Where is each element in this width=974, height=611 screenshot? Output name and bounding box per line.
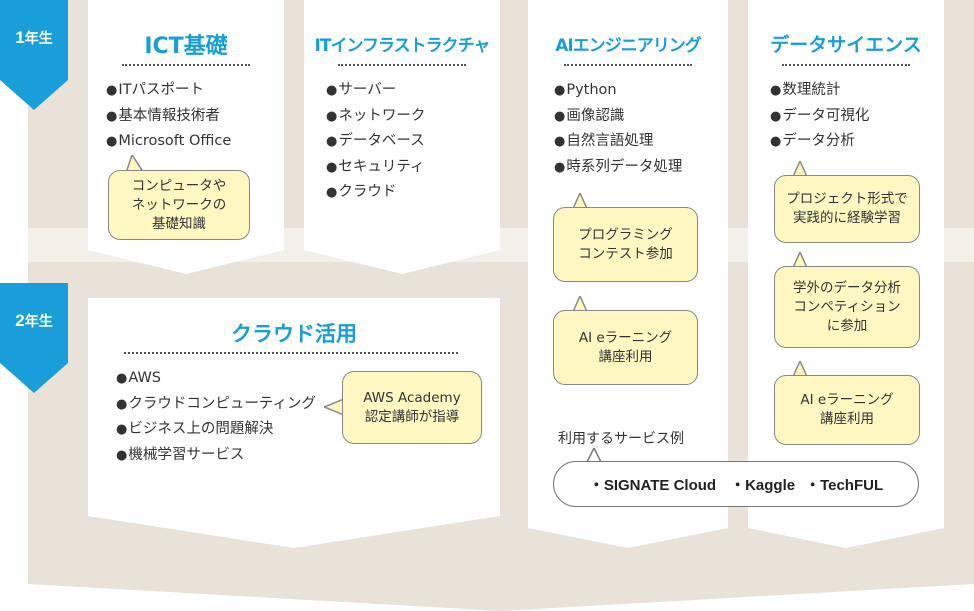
service-item: ・TechFUL xyxy=(805,476,884,494)
list-item: データベース xyxy=(326,129,425,155)
list-item: ネットワーク xyxy=(326,104,425,130)
list-item: データ可視化 xyxy=(770,104,869,130)
list-item: AWS xyxy=(116,366,316,392)
bubble-tail xyxy=(571,296,589,314)
service-item: ・SIGNATE Cloud xyxy=(588,476,717,494)
year-tag-2: 2年生 xyxy=(0,283,68,393)
list-item: クラウド xyxy=(326,180,425,206)
item-list: ITパスポート 基本情報技術者 Microsoft Office xyxy=(106,78,231,155)
bubble-tail xyxy=(324,398,344,416)
item-list: 数理統計 データ可視化 データ分析 xyxy=(770,78,869,155)
item-list: サーバー ネットワーク データベース セキュリティ クラウド xyxy=(326,78,425,206)
list-item: ITパスポート xyxy=(106,78,231,104)
bubble-tail xyxy=(125,155,145,173)
item-list: Python 画像認識 自然言語処理 時系列データ処理 xyxy=(554,78,682,180)
card-title: ICT基礎 xyxy=(144,34,228,59)
list-item: 画像認識 xyxy=(554,104,682,130)
list-item: サーバー xyxy=(326,78,425,104)
bubble-tail xyxy=(791,161,809,179)
callout-bubble: AI eラーニング講座利用 xyxy=(553,310,698,385)
list-item: 機械学習サービス xyxy=(116,443,316,469)
callout-bubble: 学外のデータ分析コンペティションに参加 xyxy=(774,266,920,348)
list-item: Python xyxy=(554,78,682,104)
divider xyxy=(124,352,458,354)
list-item: ビジネス上の問題解決 xyxy=(116,417,316,443)
callout-bubble: プログラミングコンテスト参加 xyxy=(553,207,698,282)
divider xyxy=(564,64,692,66)
bubble-tail xyxy=(791,252,809,270)
divider xyxy=(782,64,910,66)
card-title: クラウド活用 xyxy=(231,322,357,346)
bottom-arrow xyxy=(28,584,974,611)
item-list: AWS クラウドコンピューティング ビジネス上の問題解決 機械学習サービス xyxy=(116,366,316,468)
card-it-infra: ITインフラストラクチャ サーバー ネットワーク データベース セキュリティ ク… xyxy=(304,0,500,274)
bubble-tail xyxy=(791,361,809,379)
divider xyxy=(338,64,466,66)
list-item: セキュリティ xyxy=(326,155,425,181)
card-title: AIエンジニアリング xyxy=(555,36,701,56)
callout-bubble: AI eラーニング講座利用 xyxy=(774,375,920,445)
bubble-tail xyxy=(585,448,603,464)
card-title: データサイエンス xyxy=(770,34,922,56)
list-item: 数理統計 xyxy=(770,78,869,104)
callout-bubble: プロジェクト形式で実践的に経験学習 xyxy=(774,175,920,243)
list-item: データ分析 xyxy=(770,129,869,155)
card-cloud-usage: クラウド活用 AWS クラウドコンピューティング ビジネス上の問題解決 機械学習… xyxy=(88,298,500,548)
divider xyxy=(122,64,250,66)
list-item: 基本情報技術者 xyxy=(106,104,231,130)
services-pill: ・SIGNATE Cloud ・Kaggle ・TechFUL xyxy=(553,461,919,507)
list-item: 自然言語処理 xyxy=(554,129,682,155)
list-item: 時系列データ処理 xyxy=(554,155,682,181)
year-tag-1: 1年生 xyxy=(0,0,68,110)
services-label: 利用するサービス例 xyxy=(558,431,684,447)
callout-bubble: コンピュータやネットワークの基礎知識 xyxy=(108,170,250,240)
bubble-tail xyxy=(571,193,589,211)
card-title: ITインフラストラクチャ xyxy=(314,36,491,56)
list-item: クラウドコンピューティング xyxy=(116,392,316,418)
service-item: ・Kaggle xyxy=(730,476,796,494)
bottom-band xyxy=(28,534,974,584)
list-item: Microsoft Office xyxy=(106,129,231,155)
